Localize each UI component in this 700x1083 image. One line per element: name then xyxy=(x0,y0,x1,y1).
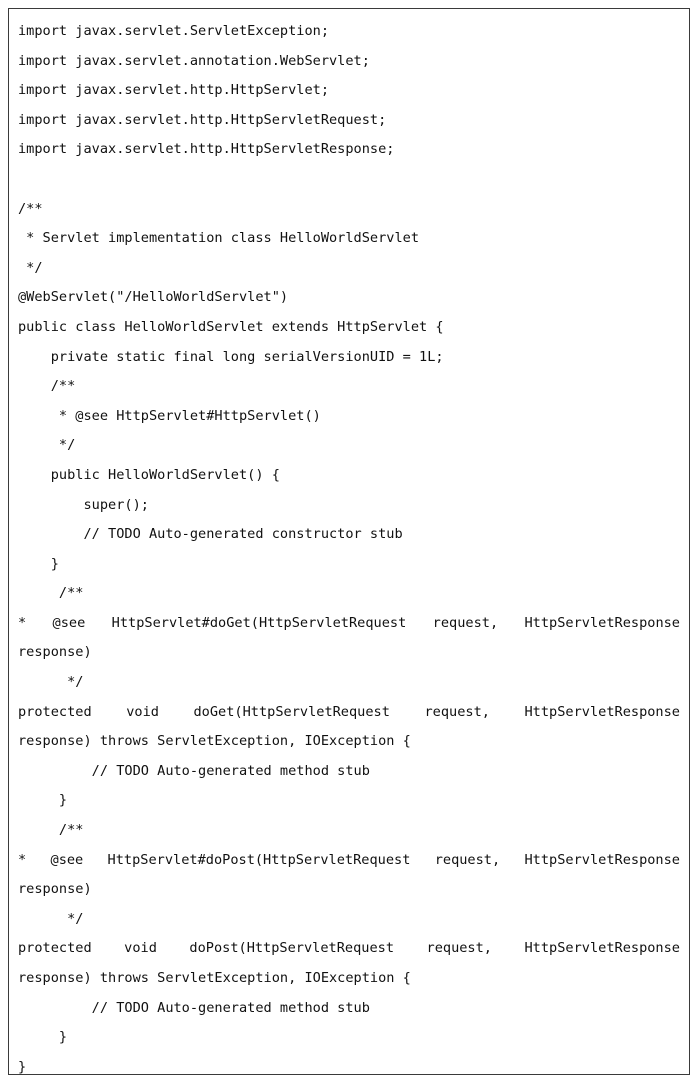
code-line: response) throws ServletException, IOExc… xyxy=(18,733,411,750)
code-line: /** xyxy=(18,200,43,217)
code-line: super(); xyxy=(18,496,149,513)
code-line: } xyxy=(18,792,68,809)
code-line: * Servlet implementation class HelloWorl… xyxy=(18,230,420,247)
code-line: response) xyxy=(18,644,92,661)
code-listing: import javax.servlet.ServletException; i… xyxy=(18,17,680,1075)
code-line: response) xyxy=(18,881,92,898)
code-line: /** xyxy=(18,822,84,839)
code-line: import javax.servlet.annotation.WebServl… xyxy=(18,52,370,69)
code-line: } xyxy=(18,1058,27,1075)
code-line: // TODO Auto-generated constructor stub xyxy=(18,526,403,543)
code-line: * @see HttpServlet#doGet(HttpServletRequ… xyxy=(18,614,680,631)
code-line: import javax.servlet.ServletException; xyxy=(18,23,329,39)
code-line: * @see HttpServlet#doPost(HttpServletReq… xyxy=(18,851,680,868)
code-line: } xyxy=(18,1029,68,1046)
code-line: protected void doPost(HttpServletRequest… xyxy=(18,940,680,957)
code-line: protected void doGet(HttpServletRequest … xyxy=(18,703,680,720)
code-line: private static final long serialVersionU… xyxy=(18,348,444,365)
code-line: import javax.servlet.http.HttpServlet; xyxy=(18,82,329,99)
code-listing-box: import javax.servlet.ServletException; i… xyxy=(8,8,690,1075)
code-line xyxy=(18,165,680,195)
code-line: */ xyxy=(18,674,84,691)
code-line: /** xyxy=(18,585,84,602)
code-line: import javax.servlet.http.HttpServletReq… xyxy=(18,111,387,128)
code-line: public HelloWorldServlet() { xyxy=(18,466,280,483)
code-line: /** xyxy=(18,378,76,395)
code-line: public class HelloWorldServlet extends H… xyxy=(18,318,444,335)
code-line: */ xyxy=(18,259,43,276)
code-line: // TODO Auto-generated method stub xyxy=(18,762,370,779)
code-line: */ xyxy=(18,910,84,927)
code-line: @WebServlet("/HelloWorldServlet") xyxy=(18,289,289,306)
code-line: * @see HttpServlet#HttpServlet() xyxy=(18,407,321,424)
code-line: response) throws ServletException, IOExc… xyxy=(18,970,411,986)
code-line: import javax.servlet.http.HttpServletRes… xyxy=(18,141,395,158)
code-line: } xyxy=(18,555,59,572)
code-line: // TODO Auto-generated method stub xyxy=(18,999,370,1016)
code-line: */ xyxy=(18,437,76,454)
